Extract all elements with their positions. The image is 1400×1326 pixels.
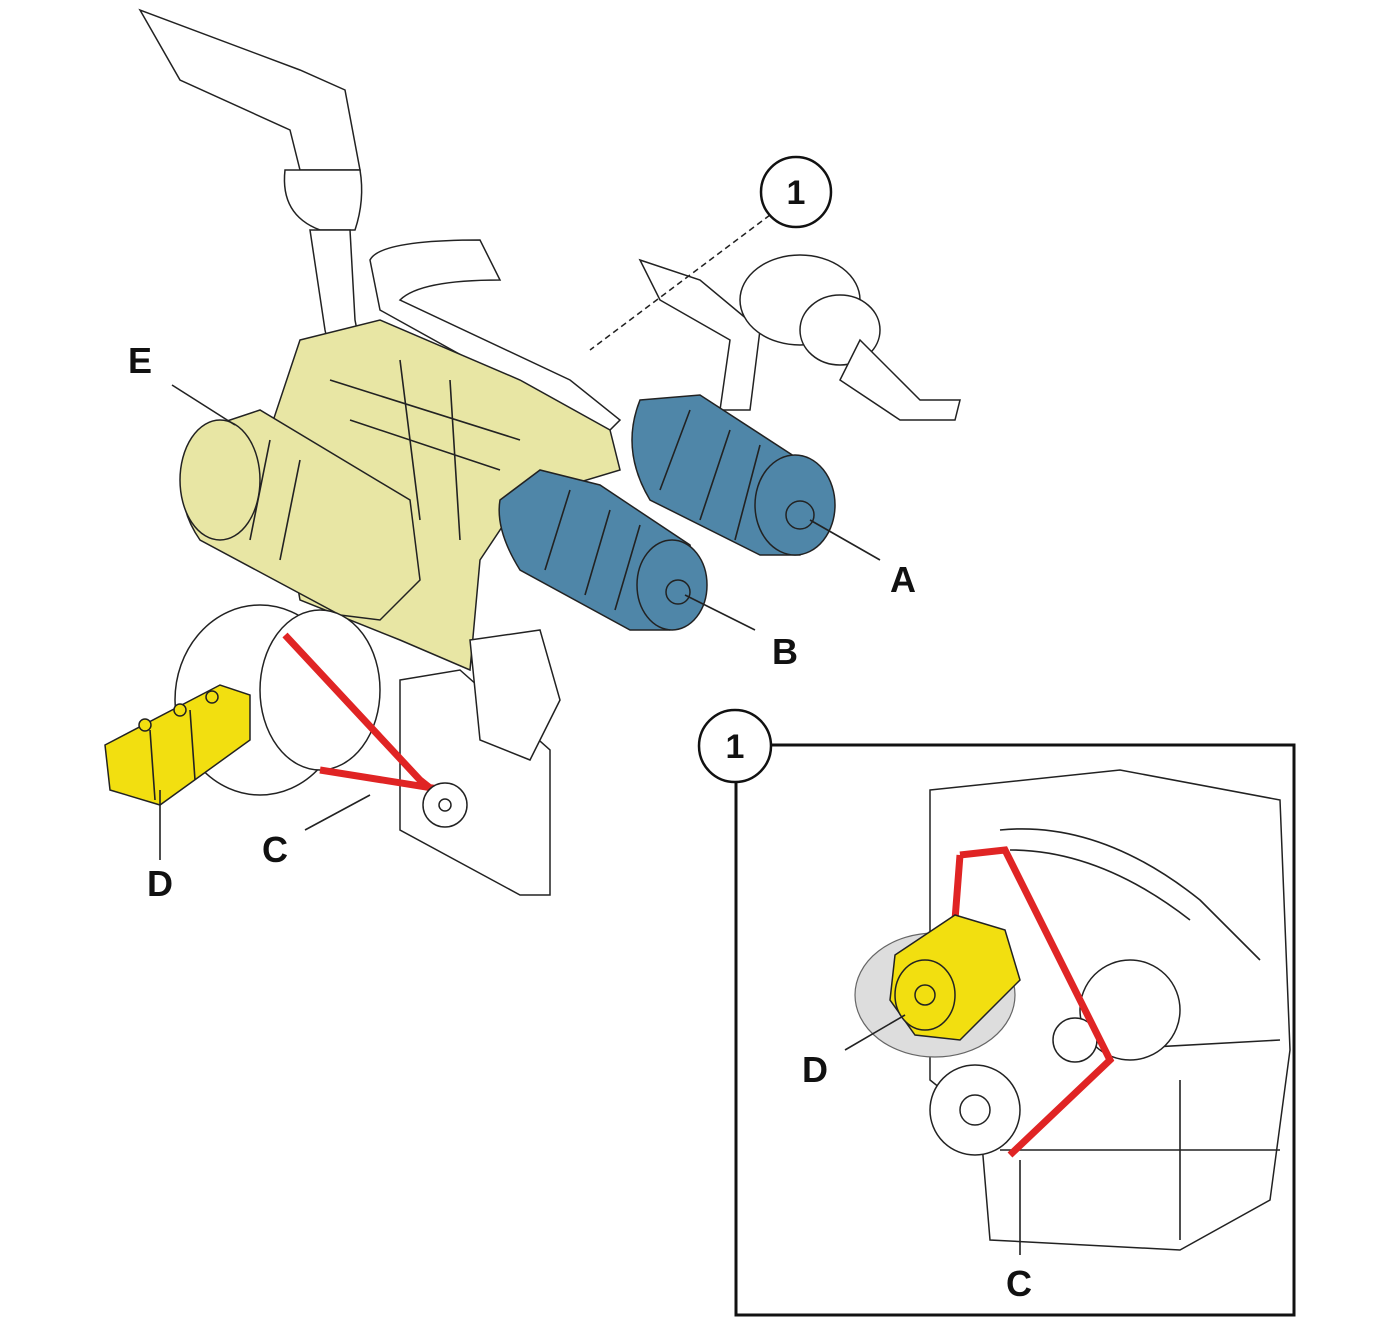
label-e: E: [128, 340, 152, 381]
callout-circle: [759, 155, 833, 229]
inset-label-c: C: [1006, 1263, 1032, 1304]
leader-a: [809, 519, 881, 561]
inset-number: 1: [726, 728, 745, 766]
intake-pipes: [369, 239, 961, 441]
exhaust-treatment-e: [179, 409, 421, 621]
callout-leader: [589, 214, 771, 351]
label-b: B: [772, 631, 798, 672]
label-a: A: [890, 559, 916, 600]
leader-c: [304, 794, 371, 831]
hydraulic-pump-d: [104, 684, 251, 806]
label-d: D: [147, 863, 173, 904]
label-c: C: [262, 829, 288, 870]
inset-detail: [734, 743, 1296, 1317]
callout-number: 1: [787, 174, 806, 212]
inset-number-circle: [697, 708, 773, 784]
air-filter-b: [498, 469, 708, 631]
inset-label-d: D: [802, 1049, 828, 1090]
air-filter-a: [631, 394, 836, 556]
leader-b: [684, 594, 756, 631]
leader-e: [171, 384, 236, 426]
drive-belt-c: [282, 632, 468, 828]
